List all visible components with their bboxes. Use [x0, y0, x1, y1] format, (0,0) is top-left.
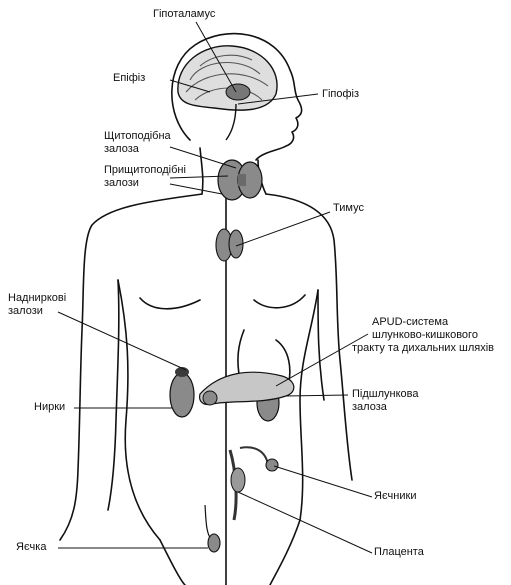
pointer-thymus	[235, 211, 331, 247]
label-adrenal-line1: Надниркові	[8, 292, 67, 304]
pointer-apud	[275, 333, 369, 387]
label-pancreas-line2: залоза	[352, 401, 387, 413]
legs-outline	[159, 519, 301, 585]
label-ovaries: Яєчники	[374, 490, 417, 502]
label-hypothalamus: Гіпоталамус	[153, 8, 216, 20]
pointer-epiphysis	[169, 79, 211, 93]
ovary-organs	[228, 446, 279, 521]
label-placenta: Плацента	[374, 546, 424, 558]
label-apud-line3: тракту та дихальних шляхів	[352, 342, 494, 354]
label-thyroid-line2: залоза	[104, 143, 139, 155]
thymus-gland	[215, 228, 244, 262]
pointer-placenta	[237, 491, 373, 554]
pointer-lines	[57, 21, 373, 554]
brain	[177, 45, 278, 141]
label-parathyroid-line1: Прищитоподібні	[104, 164, 186, 176]
pancreas	[199, 371, 295, 406]
label-thyroid-line1: Щитоподібна	[104, 130, 171, 142]
torso-left	[117, 279, 161, 541]
left-arm-outline	[59, 193, 203, 541]
testis	[204, 504, 221, 553]
pointer-pancreas	[285, 394, 349, 397]
label-pancreas-line1: Підшлункова	[352, 388, 419, 400]
pointer-parathyroid-a	[169, 175, 229, 179]
label-apud-line2: шлунково-кишкового	[372, 329, 478, 341]
label-epiphysis: Епіфіз	[113, 72, 146, 84]
label-testes: Яєчка	[16, 541, 47, 553]
pointer-adrenal	[57, 311, 187, 371]
torso-right	[299, 289, 319, 521]
label-pituitary: Гіпофіз	[322, 88, 360, 100]
left-chest-contour	[139, 297, 201, 310]
label-adrenal-line2: залози	[8, 305, 43, 317]
label-apud-line1: APUD-система	[372, 316, 449, 328]
pointer-hypothalamus	[195, 21, 237, 93]
pointer-pituitary	[237, 93, 319, 105]
label-kidneys: Нирки	[34, 401, 66, 413]
left-arm-inner	[107, 279, 120, 511]
label-thymus: Тимус	[333, 202, 364, 214]
pointer-parathyroid-b	[169, 183, 223, 195]
right-arm-inner	[317, 289, 325, 401]
label-parathyroid-line2: залози	[104, 177, 139, 189]
thyroid-gland	[217, 159, 263, 201]
head-outline	[171, 32, 303, 161]
right-arm-outline	[265, 193, 353, 481]
pointer-ovaries	[273, 465, 373, 498]
pointer-thyroid	[169, 146, 237, 169]
right-chest-contour	[253, 294, 306, 309]
